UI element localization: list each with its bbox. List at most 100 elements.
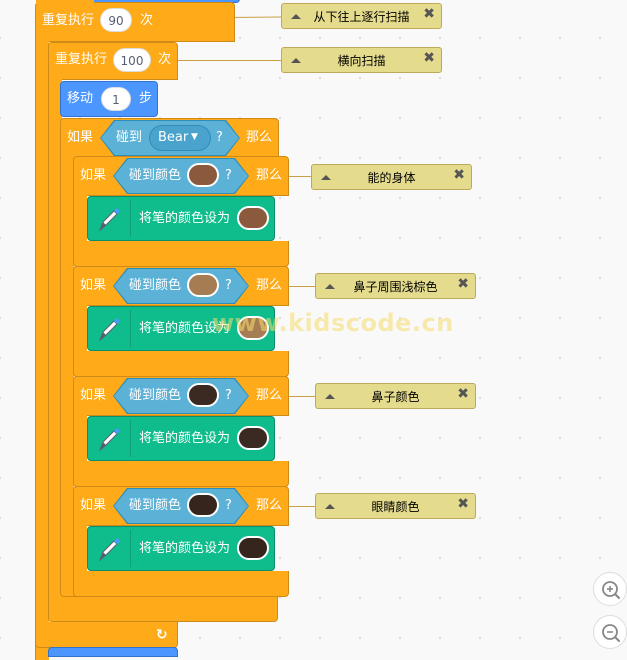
pen-color-swatch[interactable]	[237, 426, 269, 450]
comment-wire	[289, 286, 316, 287]
sprite-dropdown[interactable]	[149, 125, 211, 151]
close-icon[interactable]: ✖	[423, 50, 435, 66]
repeat-inner-arm	[48, 78, 62, 598]
if-label: 如果	[80, 168, 107, 183]
repeat-inner-count-input[interactable]: 100	[113, 48, 151, 72]
zoom-out-icon	[602, 624, 620, 642]
if-bottom	[73, 571, 289, 597]
collapse-triangle-icon[interactable]	[325, 394, 335, 399]
move-suffix: 步	[139, 91, 153, 106]
watermark: www.kidscode.cn	[212, 309, 454, 337]
comment-wire	[289, 176, 312, 177]
touching-color-label: 碰到颜色	[129, 278, 182, 293]
pen-icon	[98, 538, 120, 562]
comment-wire	[178, 60, 282, 61]
comment-note[interactable]: 鼻子颜色 ✖	[315, 383, 476, 409]
sprite-dropdown-value: Bear	[158, 130, 189, 145]
if-bottom	[73, 241, 289, 267]
comment-note[interactable]: 能的身体 ✖	[311, 164, 472, 190]
close-icon[interactable]: ✖	[457, 496, 469, 512]
collapse-triangle-icon[interactable]	[291, 58, 301, 63]
move-steps-input[interactable]: 1	[101, 87, 131, 111]
touching-color-label: 碰到颜色	[129, 388, 182, 403]
chevron-down-icon: ▼	[191, 132, 198, 142]
touching-color-condition[interactable]	[114, 379, 248, 413]
repeat-outer-arm	[35, 40, 49, 660]
touching-label: 碰到	[116, 130, 143, 145]
set-pen-color-label: 将笔的颜色设为	[139, 431, 231, 446]
repeat-outer-label: 重复执行	[42, 13, 95, 28]
collapse-triangle-icon[interactable]	[325, 504, 335, 509]
set-pen-color-label: 将笔的颜色设为	[139, 321, 231, 336]
then-label: 那么	[256, 388, 283, 403]
set-pen-color-label: 将笔的颜色设为	[139, 211, 231, 226]
comment-text[interactable]: 从下往上逐行扫描	[313, 10, 410, 24]
pen-color-swatch[interactable]	[237, 316, 269, 340]
comment-note[interactable]: 从下往上逐行扫描 ✖	[281, 3, 442, 29]
set-pen-color-label: 将笔的颜色设为	[139, 541, 231, 556]
condition-color-swatch[interactable]	[187, 273, 219, 297]
question-mark: ?	[225, 388, 232, 403]
comment-note[interactable]: 横向扫描 ✖	[281, 47, 442, 73]
question-mark: ?	[225, 168, 232, 183]
repeat-inner-bottom	[48, 596, 278, 622]
condition-color-swatch[interactable]	[187, 163, 219, 187]
collapse-triangle-icon[interactable]	[325, 284, 335, 289]
repeat-inner-suffix: 次	[158, 52, 172, 67]
loop-arrow-icon: ↻	[156, 627, 168, 643]
touching-color-condition[interactable]	[114, 489, 248, 523]
comment-wire	[289, 396, 316, 397]
repeat-outer-count-input[interactable]: 90	[100, 8, 132, 32]
pen-icon	[98, 208, 120, 232]
repeat-outer-suffix: 次	[140, 13, 154, 28]
repeat-outer-block[interactable]	[35, 2, 235, 42]
repeat-inner-label: 重复执行	[55, 52, 108, 67]
touching-color-condition[interactable]	[114, 159, 248, 193]
pen-icon	[98, 428, 120, 452]
comment-note[interactable]: 鼻子周围浅棕色 ✖	[315, 273, 476, 299]
touching-color-condition[interactable]	[114, 269, 248, 303]
question-mark: ?	[225, 498, 232, 513]
pen-color-swatch[interactable]	[237, 206, 269, 230]
comment-text[interactable]: 眼睛颜色	[371, 500, 420, 514]
if-arm	[73, 194, 87, 244]
touching-color-label: 碰到颜色	[129, 168, 182, 183]
pen-color-swatch[interactable]	[237, 536, 269, 560]
zoom-in-button[interactable]	[593, 572, 627, 606]
comment-text[interactable]: 鼻子周围浅棕色	[353, 280, 438, 294]
if-label: 如果	[67, 130, 94, 145]
collapse-triangle-icon[interactable]	[321, 175, 331, 180]
if-label: 如果	[80, 388, 107, 403]
then-label: 那么	[246, 130, 273, 145]
comment-note[interactable]: 眼睛颜色 ✖	[315, 493, 476, 519]
next-block[interactable]	[48, 647, 178, 657]
close-icon[interactable]: ✖	[457, 386, 469, 402]
comment-text[interactable]: 鼻子颜色	[371, 390, 420, 404]
move-label: 移动	[67, 91, 94, 106]
close-icon[interactable]: ✖	[453, 167, 465, 183]
if-arm	[73, 524, 87, 574]
pen-icon	[98, 318, 120, 342]
then-label: 那么	[256, 498, 283, 513]
if-bottom	[73, 461, 289, 487]
touching-color-label: 碰到颜色	[129, 498, 182, 513]
comment-text[interactable]: 能的身体	[367, 171, 416, 185]
repeat-outer-bottom	[35, 622, 178, 648]
question-mark: ?	[216, 130, 223, 145]
condition-color-swatch[interactable]	[187, 493, 219, 517]
condition-color-swatch[interactable]	[187, 383, 219, 407]
if-touching-arm	[60, 156, 74, 578]
collapse-triangle-icon[interactable]	[291, 14, 301, 19]
close-icon[interactable]: ✖	[423, 6, 435, 22]
zoom-out-button[interactable]	[593, 615, 627, 649]
if-bottom	[73, 351, 289, 377]
if-label: 如果	[80, 278, 107, 293]
comment-wire	[289, 506, 316, 507]
then-label: 那么	[256, 278, 283, 293]
if-arm	[73, 304, 87, 354]
then-label: 那么	[256, 168, 283, 183]
question-mark: ?	[225, 278, 232, 293]
zoom-in-icon	[602, 581, 620, 599]
close-icon[interactable]: ✖	[457, 276, 469, 292]
comment-text[interactable]: 横向扫描	[337, 54, 386, 68]
